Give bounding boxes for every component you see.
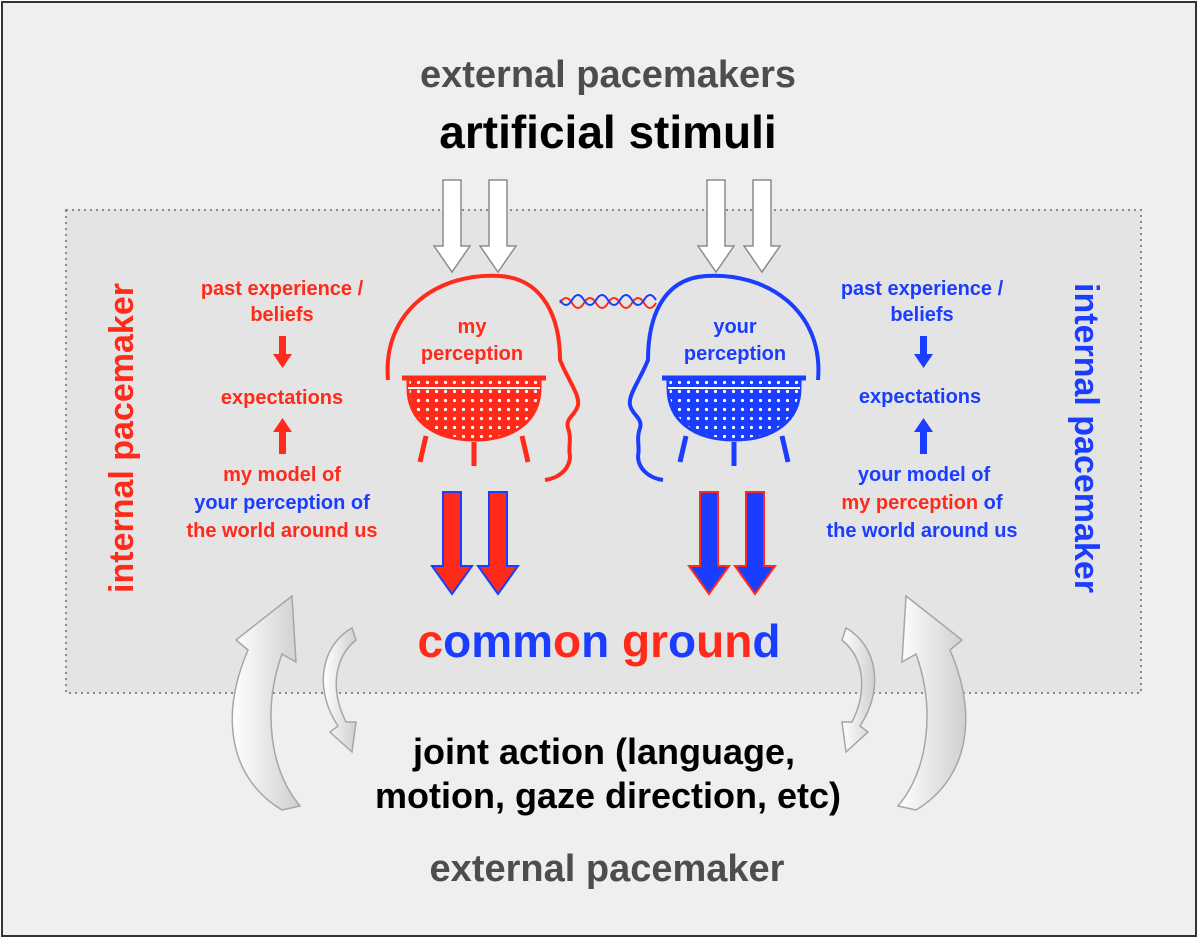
right-expectations: expectations — [859, 386, 981, 408]
common-ground-letter: r — [650, 615, 668, 667]
stimulus-arrows-left — [432, 179, 518, 274]
red-output-arrows — [430, 491, 520, 596]
sync-wave-icon — [559, 294, 657, 309]
right-blue-down-arrow — [914, 336, 933, 368]
stimulus-arrows-right — [696, 179, 782, 274]
blue-down-arrow — [733, 491, 777, 596]
red-down-arrow — [430, 491, 474, 596]
left-red-up-arrow — [273, 418, 292, 454]
artificial-stimuli-title: artificial stimuli — [439, 106, 776, 158]
right-model-line2-red: my perception — [841, 492, 978, 514]
left-head-outline — [385, 273, 581, 482]
blue-output-arrows — [687, 491, 777, 596]
common-ground-letter: o — [553, 615, 581, 667]
blue-colander-leg — [677, 435, 689, 463]
inner-dotted-box — [65, 209, 1142, 694]
white-down-arrow — [742, 179, 782, 274]
right-small-curved-arrow — [841, 626, 876, 754]
joint-action-line2: motion, gaze direction, etc) — [375, 775, 841, 816]
common-ground-letter: o — [668, 615, 696, 667]
common-ground-letter: d — [752, 615, 780, 667]
left-past-experience: past experience / — [201, 278, 364, 300]
right-perception-line2: perception — [684, 343, 786, 365]
internal-pacemaker-right: internal pacemaker — [1067, 283, 1105, 593]
right-head-blue: your perception — [627, 273, 821, 482]
left-model-line1: my model of — [223, 464, 341, 486]
feedback-arrows — [231, 594, 967, 811]
left-head-red: my perception — [385, 273, 581, 482]
common-ground-letter: o — [443, 615, 471, 667]
common-ground-letter — [609, 615, 622, 667]
right-head-outline — [627, 273, 821, 482]
common-ground-letter: n — [724, 615, 752, 667]
left-small-curved-arrow — [322, 626, 357, 754]
left-column: past experience / beliefs expectations m… — [186, 278, 377, 542]
common-ground-letter: m — [512, 615, 553, 667]
right-perception-line1: your — [713, 316, 757, 338]
red-colander-icon — [406, 376, 542, 442]
common-ground-letter: c — [418, 615, 444, 667]
white-down-arrow — [478, 179, 518, 274]
right-model-line3: the world around us — [826, 520, 1017, 542]
right-beliefs: beliefs — [890, 304, 953, 326]
right-model-line1: your model of — [858, 464, 991, 486]
common-ground-letter: u — [696, 615, 724, 667]
red-wave — [559, 297, 657, 309]
red-down-arrow — [476, 491, 520, 596]
common-ground-letter: g — [622, 615, 650, 667]
left-expectations: expectations — [221, 387, 343, 409]
white-down-arrow — [696, 179, 736, 274]
common-ground-letter: n — [581, 615, 609, 667]
right-column: past experience / beliefs expectations y… — [826, 278, 1017, 542]
red-colander-leg — [417, 435, 429, 463]
left-perception-line2: perception — [421, 343, 523, 365]
left-model-line2: your perception of — [194, 492, 370, 514]
blue-colander-leg — [779, 435, 791, 463]
right-model-line2-blue: of — [978, 492, 1003, 514]
internal-pacemaker-left: internal pacemaker — [103, 283, 141, 593]
blue-wave — [559, 294, 657, 306]
joint-action-line1: joint action (language, — [412, 731, 795, 772]
right-big-curved-arrow — [896, 594, 967, 811]
external-pacemakers-title: external pacemakers — [420, 54, 796, 96]
left-beliefs: beliefs — [250, 304, 313, 326]
right-model-line2: my perception of — [841, 492, 1002, 514]
common-ground-title: common ground — [418, 615, 781, 667]
red-colander-leg — [519, 435, 531, 463]
blue-down-arrow — [687, 491, 731, 596]
right-blue-up-arrow — [914, 418, 933, 454]
right-past-experience: past experience / — [841, 278, 1004, 300]
left-big-curved-arrow — [231, 594, 302, 811]
left-model-line3: the world around us — [186, 520, 377, 542]
external-pacemaker-bottom: external pacemaker — [430, 848, 785, 890]
left-red-down-arrow — [273, 336, 292, 368]
common-ground-letter: m — [471, 615, 512, 667]
blue-colander-icon — [666, 376, 802, 442]
left-perception-line1: my — [458, 316, 488, 338]
white-down-arrow — [432, 179, 472, 274]
